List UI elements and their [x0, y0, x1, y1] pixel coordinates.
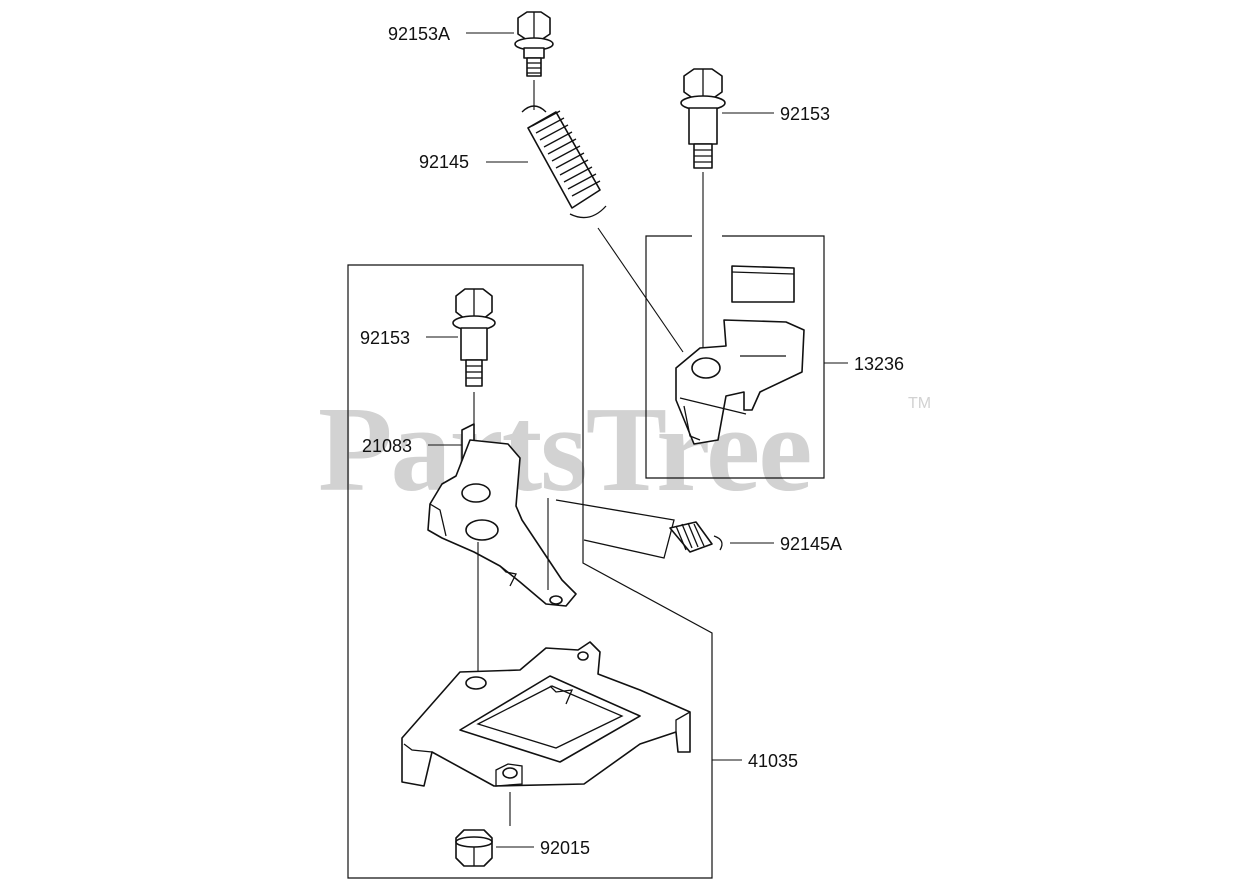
- watermark-text: PartsTree: [318, 382, 810, 517]
- bolt-top[interactable]: [514, 11, 554, 77]
- spring-small[interactable]: [555, 499, 723, 559]
- callout-spring-small: 92145A: [780, 534, 842, 554]
- bracket-assembly-box: [347, 264, 713, 879]
- callout-spacer: 21083: [362, 436, 412, 456]
- callout-bracket: 41035: [748, 751, 798, 771]
- lever-plate[interactable]: [427, 439, 577, 607]
- callout-nut: 92015: [540, 838, 590, 858]
- callout-bolt-top: 92153A: [388, 24, 450, 44]
- callout-bolt-left: 92153: [360, 328, 410, 348]
- callout-spring-large: 92145: [419, 152, 469, 172]
- watermark-trademark: TM: [908, 395, 931, 412]
- lever-assembly[interactable]: [675, 265, 805, 445]
- bracket[interactable]: [401, 641, 691, 787]
- bolt-left[interactable]: [452, 288, 496, 387]
- lever-assembly-box: [645, 235, 825, 479]
- callout-lever-assembly: 13236: [854, 354, 904, 374]
- spring-large[interactable]: [521, 105, 607, 219]
- bolt-right[interactable]: [680, 68, 726, 169]
- callout-bolt-right: 92153: [780, 104, 830, 124]
- nut[interactable]: [455, 829, 493, 867]
